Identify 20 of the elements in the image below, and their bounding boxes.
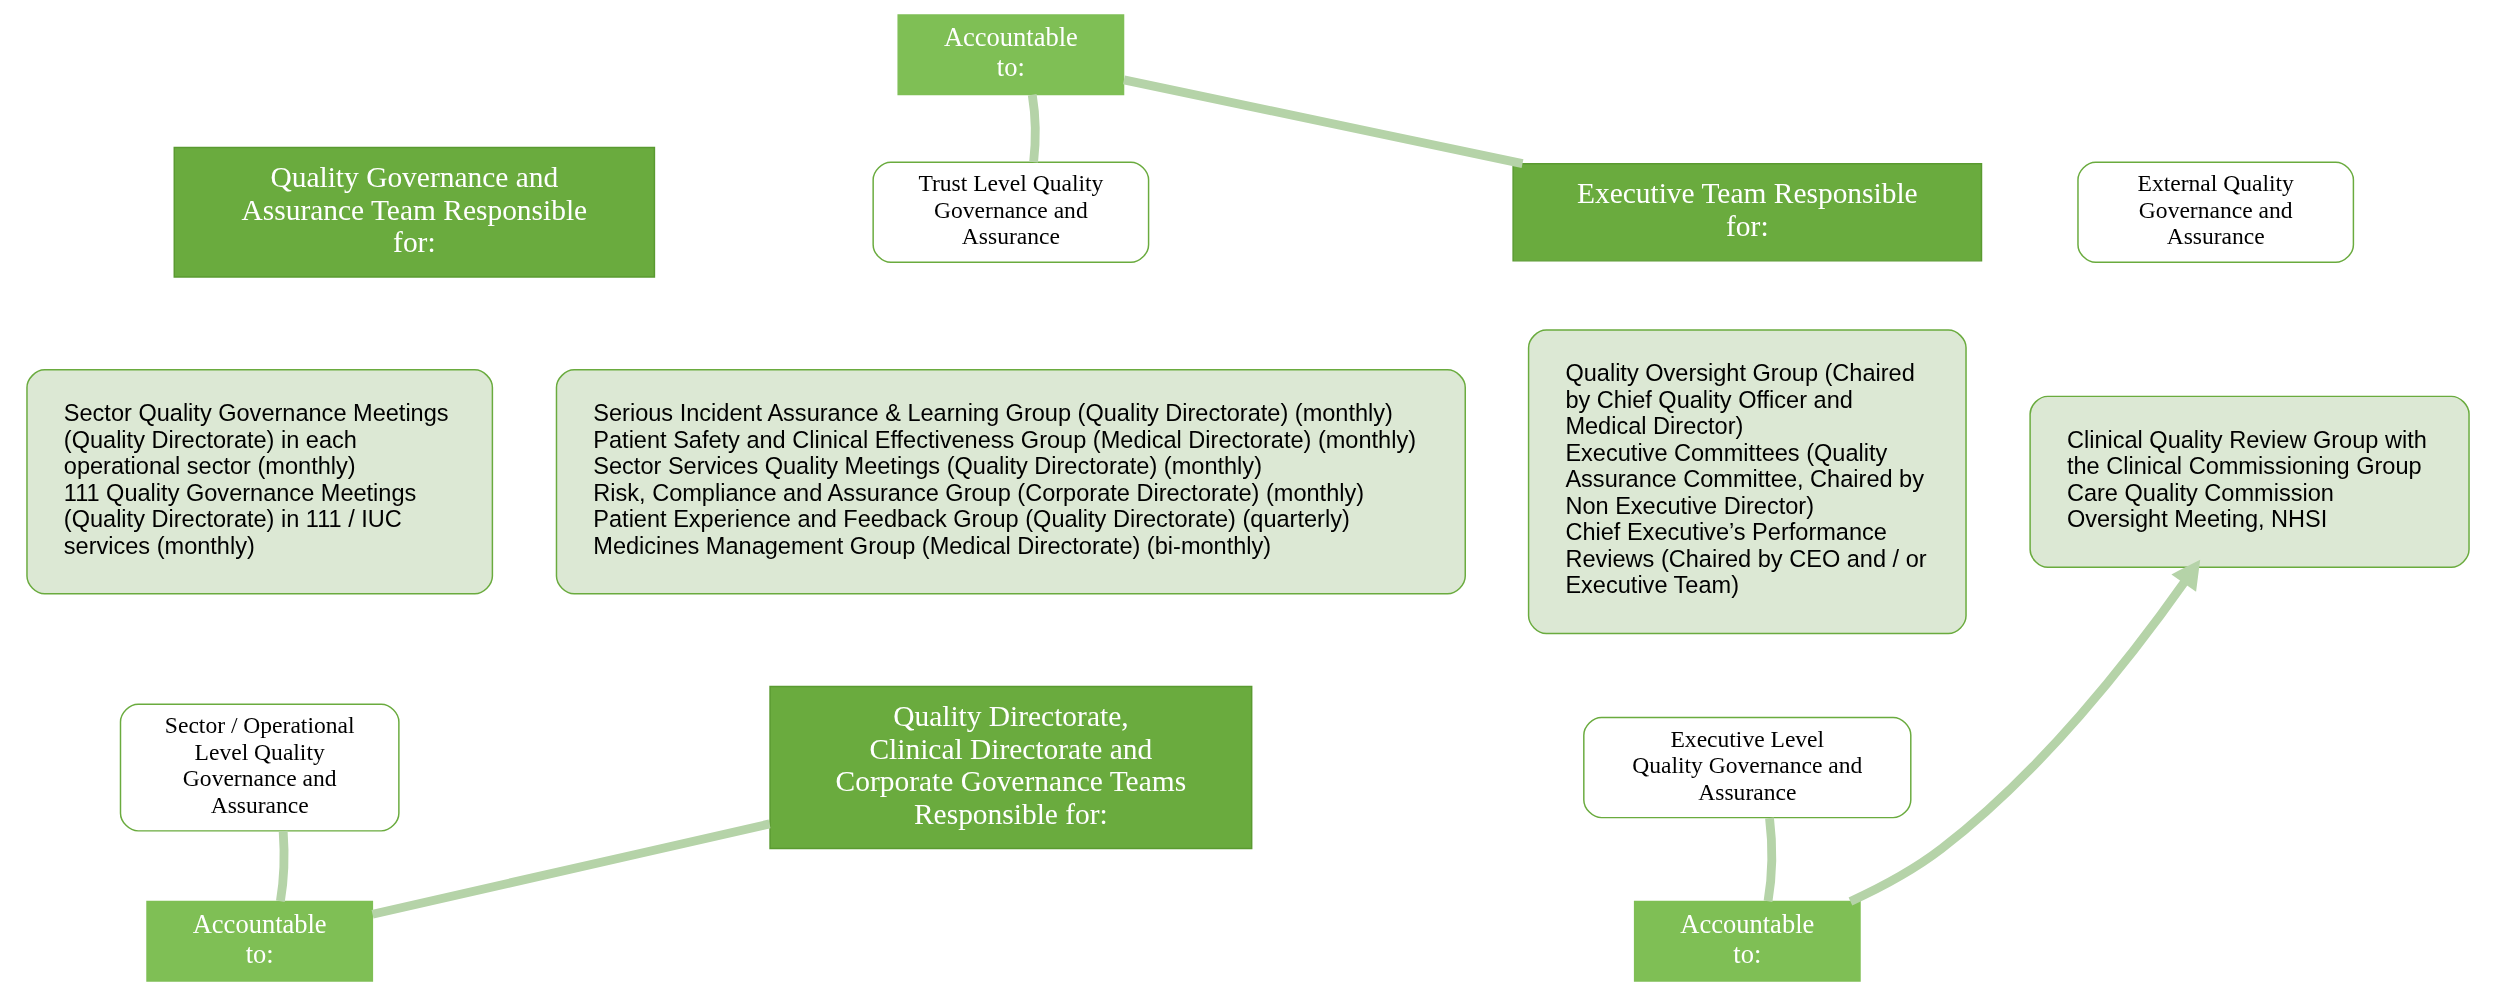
node-box: Quality Oversight Group (Chaired by Chief Quality Officer and Medical Director) Executive Committees (Quality Assurance Committee, Chaired by Non Executive Director) Chief Executive’s Performance Reviews (Chaired by CEO and / or Executive Team) <box>1527 328 1967 634</box>
connector <box>1027 93 1040 163</box>
node-box: Accountable to: <box>146 900 374 982</box>
connector <box>1763 817 1776 902</box>
node-box: Trust Level Quality Governance and Assurance <box>872 160 1150 263</box>
node-box: Sector Quality Governance Meetings (Quality Directorate) in each operational sector (monthly) 111 Quality Governance Meetings (Quality Directorate) in 111 / IUC services (monthly) <box>26 368 494 594</box>
node-box: Accountable to: <box>897 13 1125 95</box>
node-box: Quality Directorate, Clinical Directorate and Corporate Governance Teams Responsible for: <box>769 685 1253 849</box>
node-box: Executive Level Quality Governance and Assurance <box>1583 716 1912 818</box>
connector <box>371 819 771 918</box>
arrow <box>1848 559 2201 905</box>
connector <box>1123 75 1524 168</box>
node-box: Accountable to: <box>1633 900 1861 982</box>
node-box: Executive Team Responsible for: <box>1512 162 1983 262</box>
node-box: External Quality Governance and Assurance <box>2077 160 2355 263</box>
node-box: Quality Governance and Assurance Team Responsible for: <box>173 146 656 278</box>
node-box: Serious Incident Assurance & Learning Group (Quality Directorate) (monthly) Patient Safety and Clinical Effectiveness Group (Medical Directorate) (monthly) Sector Services Quality Meetings (Quality Directorate) (monthly) Risk, Compliance and Assurance Group (Corporate Directorate) (monthly) Patient Experience and Feedback Group (Quality Directorate) (quarterly) Medicines Management Group (Medical Directorate) (bi-monthly) <box>555 368 1466 594</box>
node-box: Sector / Operational Level Quality Governance and Assurance <box>119 702 400 832</box>
node-box: Clinical Quality Review Group with the Clinical Commissioning Group Care Quality Commission Oversight Meeting, NHSI <box>2029 395 2470 568</box>
connector <box>276 830 289 902</box>
